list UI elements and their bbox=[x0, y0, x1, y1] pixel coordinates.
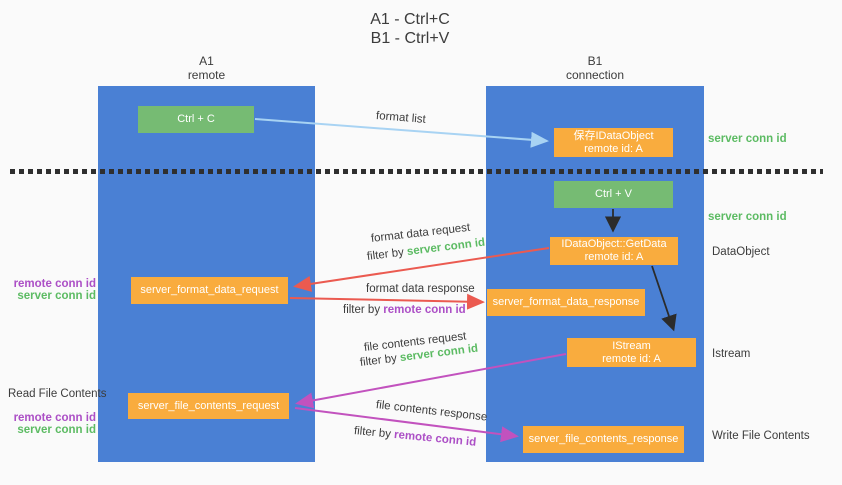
server-format-data-response-label: server_format_data_response bbox=[492, 296, 640, 308]
lane-header-b1: B1 connection bbox=[486, 54, 704, 82]
label-conn-id-pair-1: remote conn id server conn id bbox=[0, 278, 96, 302]
label-server-conn-id-right-2: server conn id bbox=[708, 211, 787, 223]
server-file-contents-request-label: server_file_contents_request bbox=[137, 399, 280, 412]
label-dataobject: DataObject bbox=[712, 246, 770, 258]
save-dataobject-line2: remote id: A bbox=[584, 142, 643, 155]
getdata-line1: IDataObject::GetData bbox=[561, 238, 667, 250]
arrow-format-data-response bbox=[289, 293, 485, 310]
label-format-data-response: format data response bbox=[366, 283, 475, 295]
label-istream: Istream bbox=[712, 348, 751, 360]
node-ctrl-v: Ctrl + V bbox=[554, 181, 673, 208]
node-ctrl-c: Ctrl + C bbox=[138, 106, 254, 133]
node-server-file-contents-response: server_file_contents_response bbox=[523, 426, 684, 453]
getdata-line2: remote id: A bbox=[584, 251, 644, 263]
remote-conn-id-text: remote conn id bbox=[393, 428, 477, 449]
label-file-contents-response: file contents response bbox=[375, 399, 488, 424]
filter-by-text: filter by bbox=[366, 246, 405, 263]
label-filter-by-remote-conn-id-1: filter by remote conn id bbox=[343, 304, 466, 316]
server-conn-id-left-2: server conn id bbox=[17, 424, 96, 436]
lane-b1-id: B1 bbox=[587, 54, 603, 68]
server-file-contents-response-label: server_file_contents_response bbox=[528, 433, 679, 445]
lane-a1-id: A1 bbox=[199, 54, 214, 68]
label-server-conn-id-right-1: server conn id bbox=[708, 133, 787, 145]
istream-line1: IStream bbox=[612, 339, 651, 352]
server-format-data-request-label: server_format_data_request bbox=[140, 284, 279, 296]
filter-by-text: filter by bbox=[353, 425, 392, 441]
remote-conn-id-left-1: remote conn id bbox=[13, 278, 96, 290]
lane-header-a1: A1 remote bbox=[98, 54, 315, 82]
diagram-title: A1 - Ctrl+C B1 - Ctrl+V bbox=[0, 10, 820, 48]
node-istream: IStream remote id: A bbox=[567, 338, 696, 367]
filter-by-text: filter by bbox=[343, 304, 381, 316]
label-read-file-contents: Read File Contents bbox=[8, 388, 107, 400]
lane-b1-role: connection bbox=[565, 68, 625, 82]
label-write-file-contents: Write File Contents bbox=[712, 430, 810, 442]
server-conn-id-text: server conn id bbox=[406, 236, 486, 259]
node-server-format-data-response: server_format_data_response bbox=[487, 289, 645, 316]
ctrl-c-label: Ctrl + C bbox=[177, 113, 215, 125]
save-dataobject-line1: 保存IDataObject bbox=[573, 129, 654, 142]
label-conn-id-pair-2: remote conn id server conn id bbox=[0, 412, 96, 436]
label-format-list: format list bbox=[375, 110, 427, 126]
remote-conn-id-left-2: remote conn id bbox=[13, 412, 96, 424]
node-getdata: IDataObject::GetData remote id: A bbox=[550, 237, 678, 265]
title-line-1: A1 - Ctrl+C bbox=[370, 11, 450, 28]
ctrl-v-label: Ctrl + V bbox=[595, 188, 632, 200]
dashed-separator bbox=[10, 169, 823, 174]
filter-by-text: filter by bbox=[359, 352, 398, 369]
node-save-dataobject: 保存IDataObject remote id: A bbox=[554, 128, 673, 157]
remote-conn-id-text: remote conn id bbox=[383, 304, 466, 316]
node-server-format-data-request: server_format_data_request bbox=[131, 277, 288, 304]
server-conn-id-left-1: server conn id bbox=[17, 290, 96, 302]
title-line-2: B1 - Ctrl+V bbox=[370, 30, 450, 47]
lane-a1-role: remote bbox=[187, 68, 226, 82]
istream-line2: remote id: A bbox=[602, 352, 661, 365]
label-filter-by-remote-conn-id-2: filter by remote conn id bbox=[353, 425, 476, 449]
node-server-file-contents-request: server_file_contents_request bbox=[128, 393, 289, 419]
